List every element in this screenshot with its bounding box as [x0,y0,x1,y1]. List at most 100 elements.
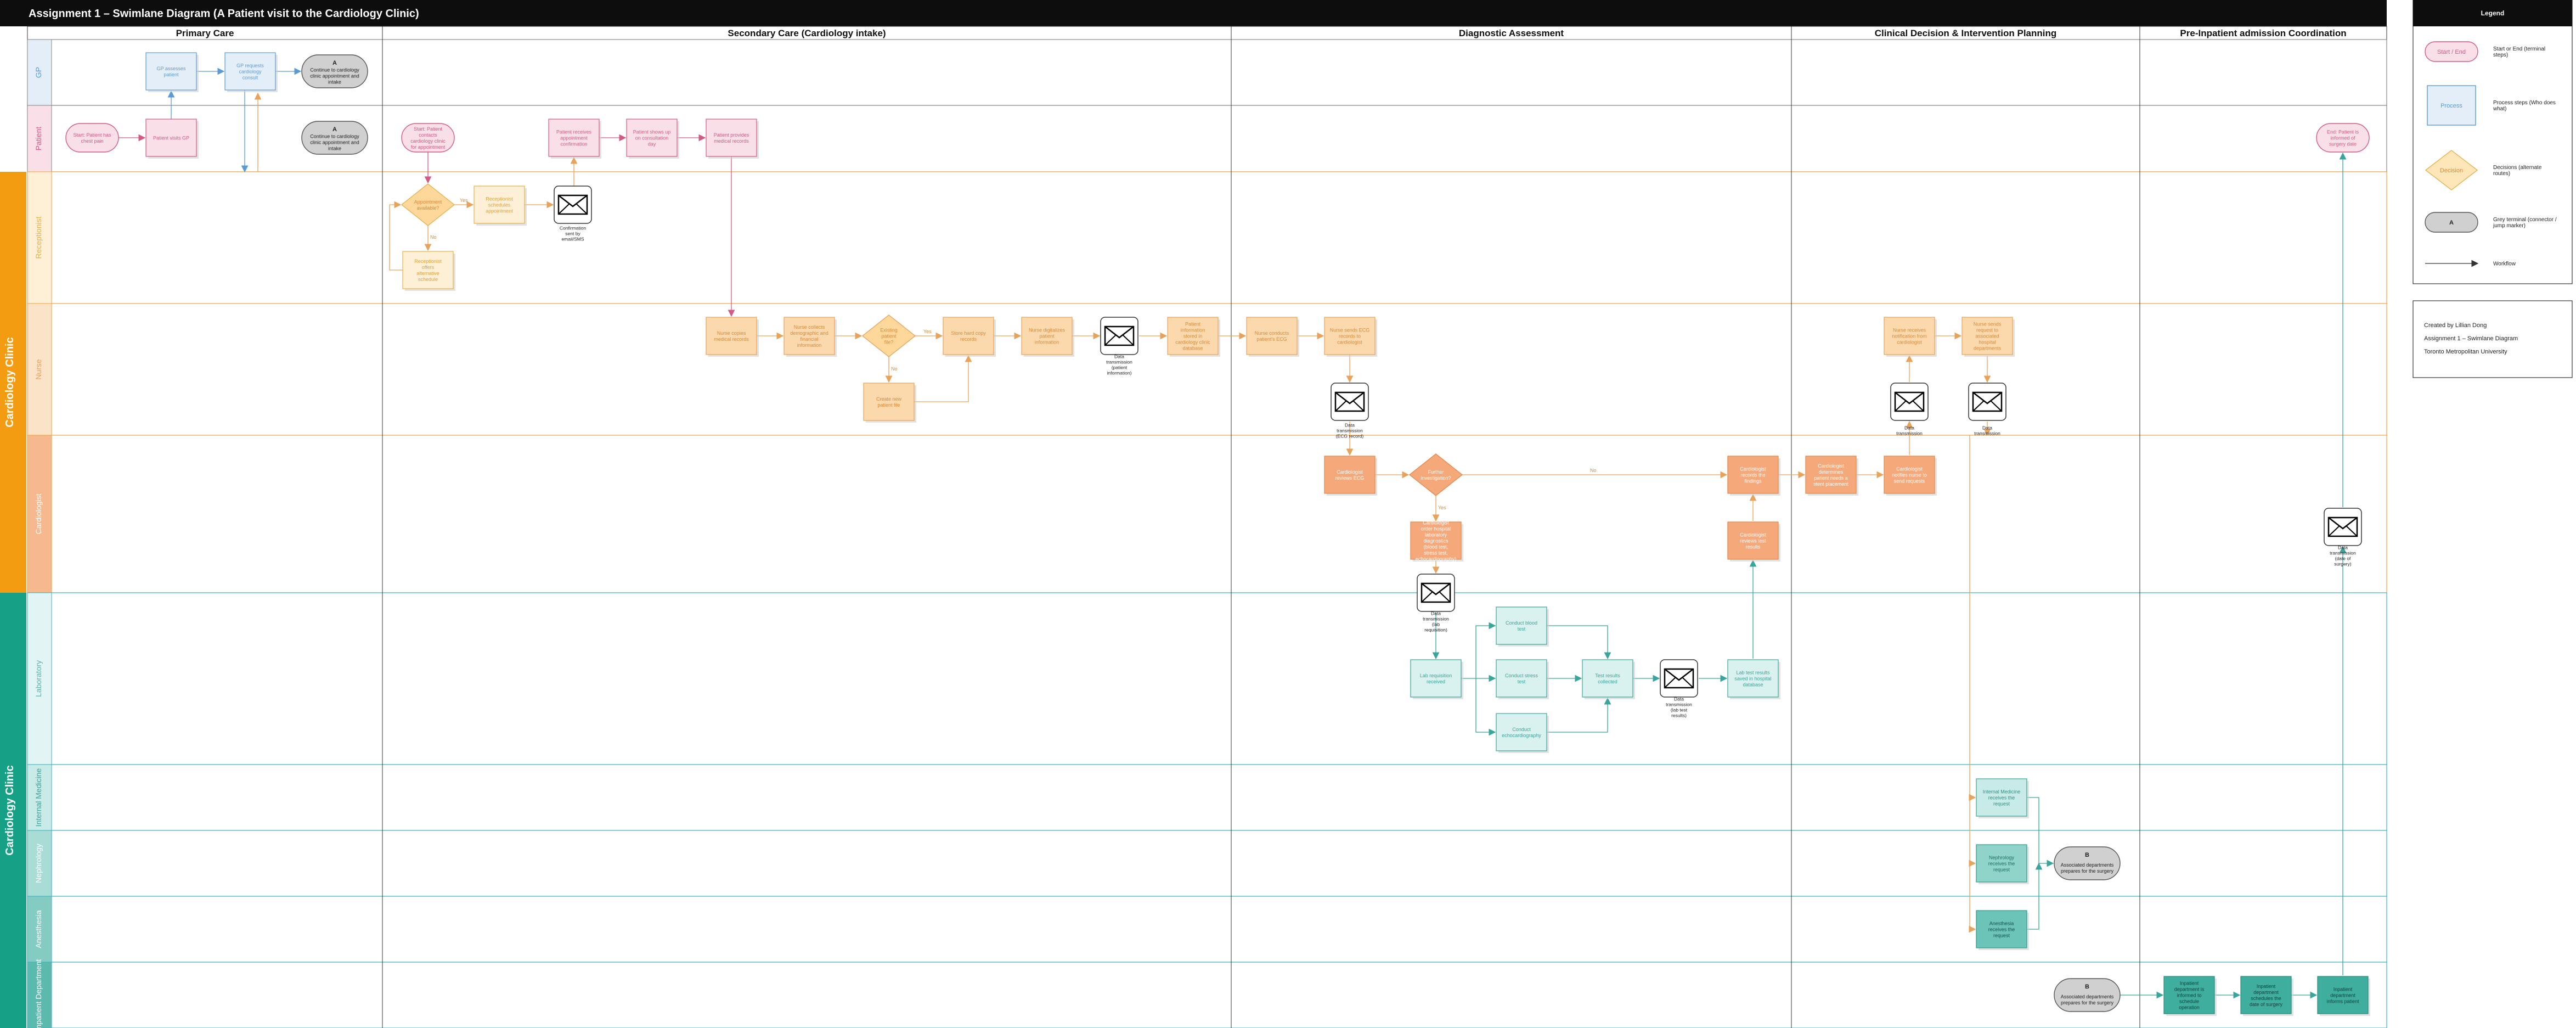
process-box[interactable] [1976,910,2027,948]
process-box[interactable] [1884,317,1935,355]
process-box[interactable] [548,119,600,157]
process-box[interactable] [1167,317,1219,355]
decision-diamond[interactable] [861,314,916,357]
process-box[interactable] [1727,659,1779,698]
terminal-shape[interactable] [401,123,455,153]
process-box[interactable] [706,119,757,157]
process-box[interactable] [1727,521,1779,560]
process-box[interactable] [1976,778,2027,817]
terminal-shape[interactable] [65,123,119,153]
process-box[interactable] [1324,317,1376,355]
process-box[interactable] [1582,659,1633,698]
process-box[interactable] [1021,317,1073,355]
terminal-shape[interactable] [2316,123,2370,153]
process-box[interactable] [1805,456,1857,494]
process-box[interactable] [145,119,197,157]
process-box[interactable] [2163,976,2215,1014]
process-box[interactable] [145,52,197,91]
process-box[interactable] [1976,844,2027,883]
process-box[interactable] [783,317,835,355]
process-box[interactable] [2240,976,2292,1014]
process-box[interactable] [1961,317,2013,355]
connector-shape[interactable] [301,121,368,155]
decision-diamond[interactable] [401,183,455,226]
process-box[interactable] [706,317,757,355]
decision-diamond[interactable] [1408,453,1463,496]
process-box[interactable] [474,186,525,224]
process-box[interactable] [626,119,678,157]
process-box[interactable] [1496,659,1547,698]
process-box[interactable] [863,383,915,421]
connector-shape[interactable] [2054,978,2121,1012]
process-box[interactable] [402,251,454,289]
process-box[interactable] [943,317,994,355]
connector-shape[interactable] [2054,846,2121,880]
process-box[interactable] [1884,456,1935,494]
process-box[interactable] [1324,456,1376,494]
process-box[interactable] [2317,976,2369,1014]
process-box[interactable] [1496,606,1547,645]
process-box[interactable] [1496,713,1547,751]
process-box[interactable] [224,52,276,91]
connector-shape[interactable] [301,54,368,88]
process-box[interactable] [1246,317,1298,355]
process-box[interactable] [1410,521,1462,560]
node-visit-gp[interactable]: Patient visits GP [145,119,199,159]
process-box[interactable] [1410,659,1462,698]
process-box[interactable] [1727,456,1779,494]
